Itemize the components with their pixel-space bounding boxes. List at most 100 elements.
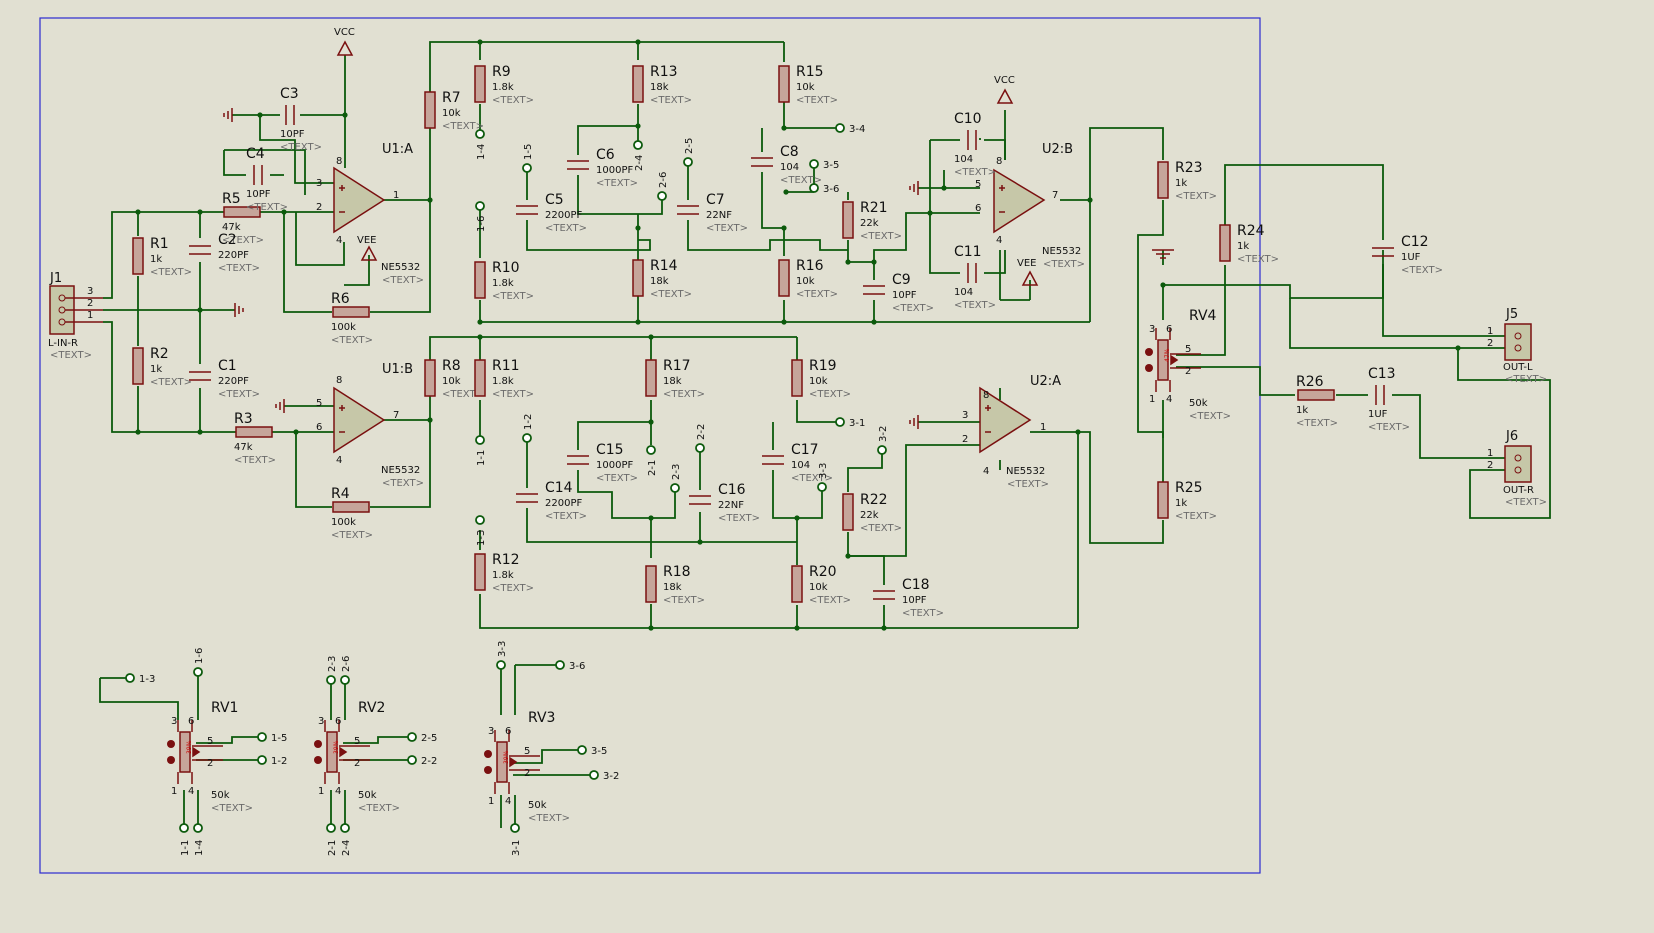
svg-text:2: 2 — [354, 758, 360, 769]
resistor-value: 18k — [650, 82, 669, 93]
capacitor-ref: C14 — [545, 480, 573, 496]
svg-text:4: 4 — [335, 786, 341, 797]
capacitor-ref: C12 — [1401, 234, 1429, 250]
terminal-2-2: 2-2 — [695, 424, 707, 453]
resistor-text: <TEXT> — [860, 523, 902, 534]
resistor-text: <TEXT> — [663, 595, 705, 606]
terminal-2-5: 2-5 — [407, 732, 437, 744]
svg-text:2: 2 — [316, 202, 322, 213]
svg-text:4: 4 — [996, 235, 1002, 246]
opamp-u2a — [979, 386, 1032, 454]
capacitor-value: 10PF — [902, 595, 927, 606]
resistor-r9: R91.8k<TEXT> — [474, 64, 534, 106]
resistor-ref: R6 — [331, 291, 350, 307]
capacitor-value: 10PF — [280, 129, 305, 140]
resistors: R11k<TEXT>R21k<TEXT>R347k<TEXT>R4100k<TE… — [132, 64, 1338, 606]
resistor-ref: R9 — [492, 64, 511, 80]
pot-ref: RV1 — [211, 700, 238, 716]
svg-text:1-2: 1-2 — [523, 414, 534, 430]
capacitor-text: <TEXT> — [596, 473, 638, 484]
opamp-u1b — [333, 386, 386, 454]
svg-text:1: 1 — [318, 786, 324, 797]
resistor-value: 47k — [222, 222, 241, 233]
svg-text:3: 3 — [962, 410, 968, 421]
resistor-ref: R13 — [650, 64, 678, 80]
capacitor-value: 2200PF — [545, 498, 582, 509]
terminal-1-1: 1-1 — [179, 823, 191, 856]
resistor-value: 18k — [650, 276, 669, 287]
opamps: U1:A NE5532 <TEXT> U1:B NE5532 <TEXT> U2… — [316, 142, 1085, 490]
capacitor-ref: C17 — [791, 442, 819, 458]
resistor-value: 22k — [860, 510, 879, 521]
capacitor-text: <TEXT> — [596, 178, 638, 189]
resistor-value: 1k — [150, 364, 162, 375]
svg-text:3: 3 — [87, 286, 93, 297]
capacitor-value: 104 — [780, 162, 799, 173]
vee-arrow-icon — [1021, 270, 1039, 286]
svg-text:1-6: 1-6 — [476, 216, 487, 232]
resistor-text: <TEXT> — [492, 291, 534, 302]
pot-value: 50k — [1189, 398, 1208, 409]
resistor-text: <TEXT> — [650, 95, 692, 106]
terminal-2-4: 2-4 — [633, 140, 645, 171]
connector-name: OUT-R — [1503, 485, 1534, 496]
capacitor-ref: C7 — [706, 192, 725, 208]
terminals: 1-11-11-21-21-31-31-41-41-51-51-61-62-12… — [125, 123, 889, 856]
opamp-ref: U1:A — [382, 142, 413, 157]
capacitor-value: 10PF — [246, 189, 271, 200]
capacitor-text: <TEXT> — [545, 223, 587, 234]
wires — [99, 41, 1551, 828]
resistor-ref: R20 — [809, 564, 837, 580]
capacitor-value: 220PF — [218, 250, 249, 261]
terminal-2-4: 2-4 — [340, 823, 352, 856]
svg-text:5: 5 — [207, 736, 213, 747]
terminal-1-4: 1-4 — [475, 129, 487, 160]
opamp-text: <TEXT> — [1007, 479, 1049, 490]
connectors: 3 2 1 J1 L-IN-R <TEXT> 1 2 J5 OUT-L <TEX… — [48, 271, 1547, 508]
resistor-ref: R1 — [150, 236, 169, 252]
resistor-value: 10k — [809, 376, 828, 387]
svg-text:3-3: 3-3 — [497, 641, 508, 657]
sheet-border — [39, 17, 1261, 874]
capacitor-value: 104 — [954, 154, 973, 165]
pot-ref: RV4 — [1189, 308, 1217, 324]
svg-text:8: 8 — [996, 156, 1002, 167]
junction-dot — [197, 209, 203, 215]
svg-text:3-6: 3-6 — [823, 184, 839, 195]
vee-label: VEE — [1017, 258, 1036, 269]
capacitor-value: 220PF — [218, 376, 249, 387]
pot-value: 50k — [528, 800, 547, 811]
junction-dot — [635, 225, 641, 231]
terminal-3-6: 3-6 — [809, 183, 839, 195]
svg-text:4: 4 — [983, 466, 989, 477]
capacitor-ref: C2 — [218, 232, 237, 248]
terminal-2-1: 2-1 — [326, 823, 338, 856]
svg-text:5: 5 — [1185, 344, 1191, 355]
terminal-3-4: 3-4 — [835, 123, 865, 135]
capacitor-ref: C5 — [545, 192, 564, 208]
svg-text:3: 3 — [171, 716, 177, 727]
capacitor-ref: C8 — [780, 144, 799, 160]
svg-text:2-3: 2-3 — [671, 464, 682, 480]
pot-ref: RV2 — [358, 700, 385, 716]
power-symbols: VCC VCC VEE VEE — [223, 27, 1174, 429]
junction-dot — [648, 419, 654, 425]
resistor-text: <TEXT> — [492, 583, 534, 594]
svg-text:3-2: 3-2 — [878, 426, 889, 442]
